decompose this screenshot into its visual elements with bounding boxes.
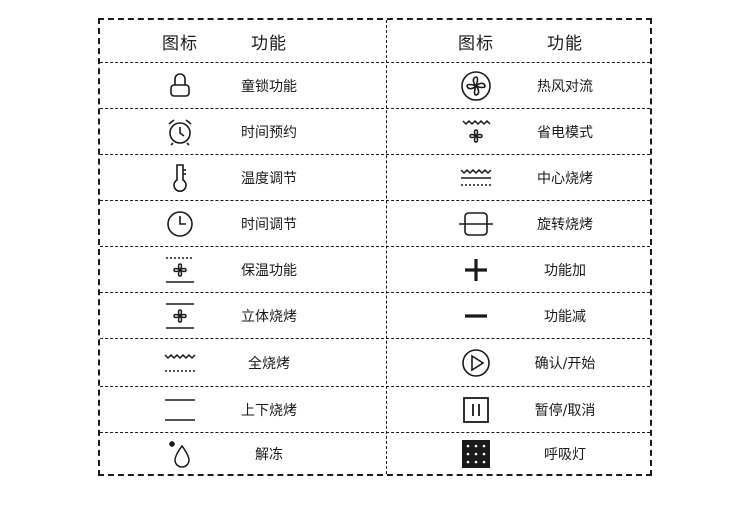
function-label: 热风对流 (537, 78, 593, 95)
convection-fan-icon (436, 63, 516, 108)
function-label: 全烧烤 (248, 355, 290, 372)
table-row: 时间预约 省电模式 (100, 109, 650, 155)
center-grill-icon (436, 155, 516, 200)
keep-warm-fan-icon (140, 247, 220, 292)
table-row: 上下烧烤 暂停/取消 (100, 387, 650, 433)
table-row: 解冻 呼吸灯 (100, 433, 650, 474)
function-label: 中心烧烤 (537, 170, 593, 187)
table-row: 童锁功能 热风对流 (100, 63, 650, 109)
defrost-icon (140, 433, 220, 474)
rotisserie-icon (436, 201, 516, 246)
function-label: 呼吸灯 (544, 446, 586, 463)
thermometer-icon (140, 155, 220, 200)
plus-icon (436, 247, 516, 292)
table-row: 全烧烤 确认/开始 (100, 339, 650, 387)
full-grill-icon (140, 339, 220, 386)
top-bottom-heat-icon (140, 387, 220, 432)
function-label: 功能加 (544, 262, 586, 279)
alarm-clock-icon (140, 109, 220, 154)
clock-icon (140, 201, 220, 246)
function-label: 暂停/取消 (534, 402, 596, 419)
header-icon-column-left: 图标 (162, 33, 198, 54)
breathing-light-icon (436, 433, 516, 474)
function-label: 保温功能 (241, 262, 297, 279)
function-label: 解冻 (255, 446, 283, 463)
play-icon (436, 339, 516, 386)
table-row: 温度调节 中心烧烤 (100, 155, 650, 201)
table-row: 立体烧烤 功能减 (100, 293, 650, 339)
table-header-row: 图标 功能 图标 功能 (100, 20, 650, 63)
column-divider (386, 20, 387, 474)
function-icon-table: 图标 功能 图标 功能 童锁功能 热风对流 (98, 18, 652, 476)
function-label: 立体烧烤 (241, 308, 297, 325)
function-label: 上下烧烤 (241, 402, 297, 419)
header-icon-column-right: 图标 (458, 33, 494, 54)
3d-bake-fan-icon (140, 293, 220, 338)
header-function-column-right: 功能 (547, 33, 583, 54)
function-label: 时间调节 (241, 216, 297, 233)
header-function-column-left: 功能 (251, 33, 287, 54)
table-row: 时间调节 旋转烧烤 (100, 201, 650, 247)
function-label: 旋转烧烤 (537, 216, 593, 233)
pause-icon (436, 387, 516, 432)
eco-fan-icon (436, 109, 516, 154)
lock-icon (140, 63, 220, 108)
table-row: 保温功能 功能加 (100, 247, 650, 293)
function-label: 时间预约 (241, 124, 297, 141)
minus-icon (436, 293, 516, 338)
function-label: 温度调节 (241, 170, 297, 187)
function-label: 童锁功能 (241, 78, 297, 95)
function-label: 功能减 (544, 308, 586, 325)
function-label: 确认/开始 (534, 355, 596, 372)
function-label: 省电模式 (537, 124, 593, 141)
